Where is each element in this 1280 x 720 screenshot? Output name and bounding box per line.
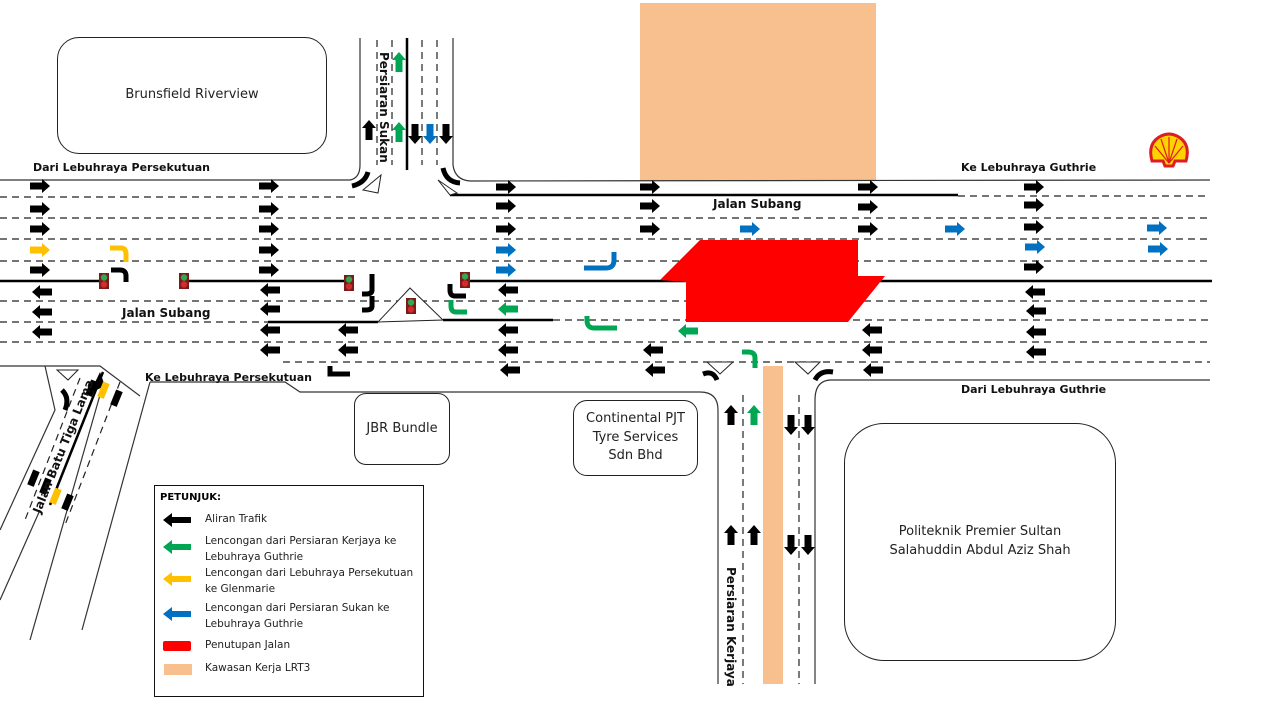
road-closure-area [660,240,885,322]
road-closure-swatch-icon [163,641,191,651]
legend-label: Aliran Trafik [205,513,268,525]
road-name-jalan-subang-left: Jalan Subang [122,306,211,320]
label-from-persekutuan: Dari Lebuhraya Persekutuan [33,161,210,174]
legend-label: Lencongan dari Lebuhraya Persekutuan ke … [205,567,414,595]
road-edges [0,38,1211,684]
legend-label: Kawasan Kerja LRT3 [205,662,311,674]
traffic-light [406,298,416,314]
legend-title: PETUNJUK: [160,492,222,503]
yellow-arrow-icon [163,572,191,586]
road-name-persiaran-sukan: Persiaran Sukan [377,52,391,163]
legend-item-sukan-detour: Lencongan dari Persiaran Sukan ke Lebuhr… [161,601,420,633]
legend-label: Lencongan dari Persiaran Kerjaya ke Lebu… [205,535,397,563]
lrt3-work-zone-north [640,3,876,181]
batu-tiga-arrows [27,372,123,511]
label-to-guthrie: Ke Lebuhraya Guthrie [961,161,1097,174]
turn-arrows-black [111,167,834,382]
road-name-jalan-subang-top: Jalan Subang [713,197,802,211]
blue-turn-arrow [584,252,617,271]
lrt3-work-zone-south [763,366,783,684]
lane-lines [0,40,1210,684]
legend-item-kerjaya-detour: Lencongan dari Persiaran Kerjaya ke Lebu… [161,534,420,566]
green-arrow-icon [163,540,191,554]
green-turn-arrows [448,300,758,368]
shell-logo-icon [1149,132,1189,168]
legend-item-lrt3-zone: Kawasan Kerja LRT3 [161,661,420,677]
building-continental-pjt: Continental PJT Tyre Services Sdn Bhd [573,400,698,476]
traffic-light [179,273,189,289]
building-politeknik: Politeknik Premier Sultan Salahuddin Abd… [844,423,1116,661]
detour-arrows-persekutuan [30,243,50,257]
yellow-turn-arrow [110,245,129,262]
legend-item-persekutuan-detour: Lencongan dari Lebuhraya Persekutuan ke … [161,566,420,598]
map-legend: PETUNJUK: Aliran Trafik Lencongan dari P… [154,485,424,697]
legend-item-traffic-flow: Aliran Trafik [161,512,420,528]
legend-label: Lencongan dari Persiaran Sukan ke Lebuhr… [205,602,390,630]
black-arrow-icon [163,513,191,527]
traffic-light [344,275,354,291]
blue-arrow-icon [163,607,191,621]
building-brunsfield-riverview: Brunsfield Riverview [57,37,327,154]
traffic-light [460,272,470,288]
building-jbr-bundle: JBR Bundle [354,393,450,465]
road-name-persiaran-kerjaya: Persiaran Kerjaya [724,567,738,687]
traffic-light [99,273,109,289]
legend-item-road-closure: Penutupan Jalan [161,638,420,654]
work-zone-swatch-icon [164,664,192,675]
label-to-persekutuan: Ke Lebuhraya Persekutuan [145,371,313,384]
label-from-guthrie: Dari Lebuhraya Guthrie [961,383,1107,396]
legend-label: Penutupan Jalan [205,639,291,651]
